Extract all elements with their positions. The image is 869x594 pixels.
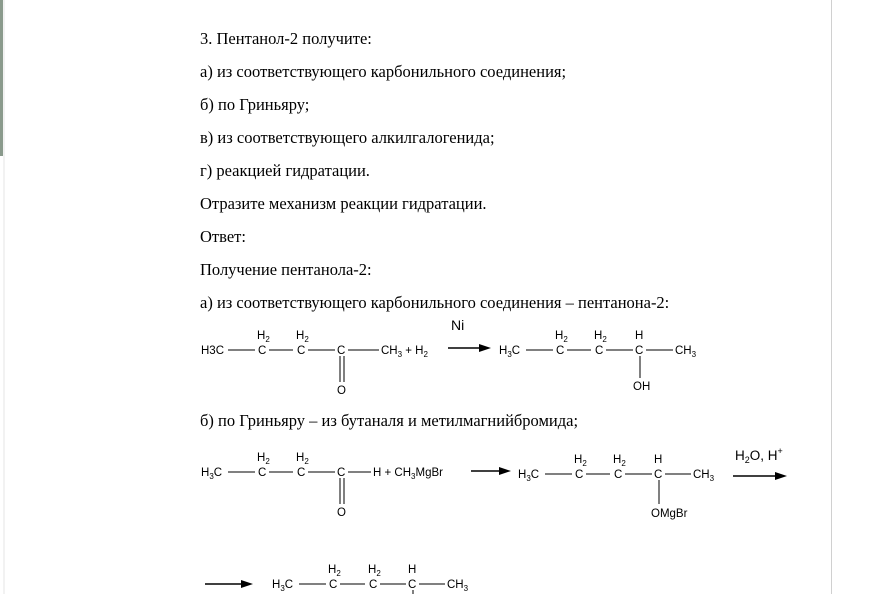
r-c-h: H xyxy=(408,564,416,576)
task-item-a: а) из соответствующего карбонильного сое… xyxy=(200,62,567,81)
task-item-g: г) реакцией гидратации. xyxy=(200,161,370,180)
reaction-a-scheme: H3C H2 C H2 C C O CH3 + H2 Ni H3C H2 C H… xyxy=(201,318,697,397)
task-item-b: б) по Гриньяру; xyxy=(200,95,310,114)
r-a-p-c1: C xyxy=(556,345,564,357)
r-c-c1: C xyxy=(329,579,337,591)
answer-item-b: б) по Гриньяру – из бутаналя и метилмагн… xyxy=(200,411,579,430)
r-b-c1: C xyxy=(258,467,266,479)
r-a-p-h: H xyxy=(635,330,643,342)
r-a-p-ch3: CH3 xyxy=(675,345,697,359)
r-a-c2: C xyxy=(297,345,305,357)
r-a-h3c: H3C xyxy=(201,345,224,357)
r-a-p-h3c: H3C xyxy=(499,345,520,359)
r-b-h2-1: H2 xyxy=(257,452,270,466)
r-c-c3: C xyxy=(408,579,416,591)
r-b-i-h3c: H3C xyxy=(518,469,539,483)
r-b-i-h: H xyxy=(654,454,662,466)
left-shadow xyxy=(3,0,5,594)
reaction-b-scheme: H3C H2 C H2 C C O H + CH3MgBr H3C H2 C H… xyxy=(201,446,787,520)
task-title: 3. Пентанол-2 получите: xyxy=(200,29,372,48)
reaction-c-scheme: H3C H2 C H2 C H C CH3 xyxy=(205,564,469,594)
r-b-i-h2-2: H2 xyxy=(613,454,626,468)
r-b-i-c1: C xyxy=(575,469,583,481)
r-a-c3: C xyxy=(337,345,345,357)
left-window-edge xyxy=(0,0,3,156)
r-a-p-oh: OH xyxy=(633,381,650,393)
r-b-i-h2-1: H2 xyxy=(574,454,587,468)
answer-item-a: а) из соответствующего карбонильного сое… xyxy=(200,293,670,312)
r-b-c3: C xyxy=(337,467,345,479)
answer-heading: Ответ: xyxy=(200,227,246,246)
r-b-i-c3: C xyxy=(654,469,662,481)
r-a-h2-2: H2 xyxy=(296,330,309,344)
r-b-reagent: H2O, H+ xyxy=(735,446,783,465)
r-a-p-h2-1: H2 xyxy=(555,330,568,344)
r-b-h2-2: H2 xyxy=(296,452,309,466)
r-a-catalyst: Ni xyxy=(451,318,464,333)
r-c-h2-2: H2 xyxy=(368,564,381,578)
r-b-h-plus: H + CH3MgBr xyxy=(373,467,443,481)
r-a-p-h2-2: H2 xyxy=(594,330,607,344)
r-b-h3c: H3C xyxy=(201,467,222,481)
r-a-c1: C xyxy=(258,345,266,357)
r-c-h3c: H3C xyxy=(272,579,293,593)
r-c-h2-1: H2 xyxy=(328,564,341,578)
r-c-c2: C xyxy=(369,579,377,591)
r-a-ch3: CH3 + H2 xyxy=(381,345,429,359)
answer-subheading: Получение пентанола-2: xyxy=(200,260,372,279)
page-right-edge xyxy=(831,0,832,594)
r-b-i-c2: C xyxy=(614,469,622,481)
r-a-h2-1: H2 xyxy=(257,330,270,344)
r-c-ch3: CH3 xyxy=(447,579,469,593)
r-b-i-omgbr: OMgBr xyxy=(651,508,688,520)
r-b-c2: C xyxy=(297,467,305,479)
r-b-o: O xyxy=(337,507,346,519)
task-item-v: в) из соответствующего алкилгалогенида; xyxy=(200,128,495,147)
r-a-o: O xyxy=(337,385,346,397)
r-b-i-ch3: CH3 xyxy=(693,469,715,483)
task-mechanism: Отразите механизм реакции гидратации. xyxy=(200,194,487,213)
r-a-p-c3: C xyxy=(635,345,643,357)
r-a-p-c2: C xyxy=(595,345,603,357)
